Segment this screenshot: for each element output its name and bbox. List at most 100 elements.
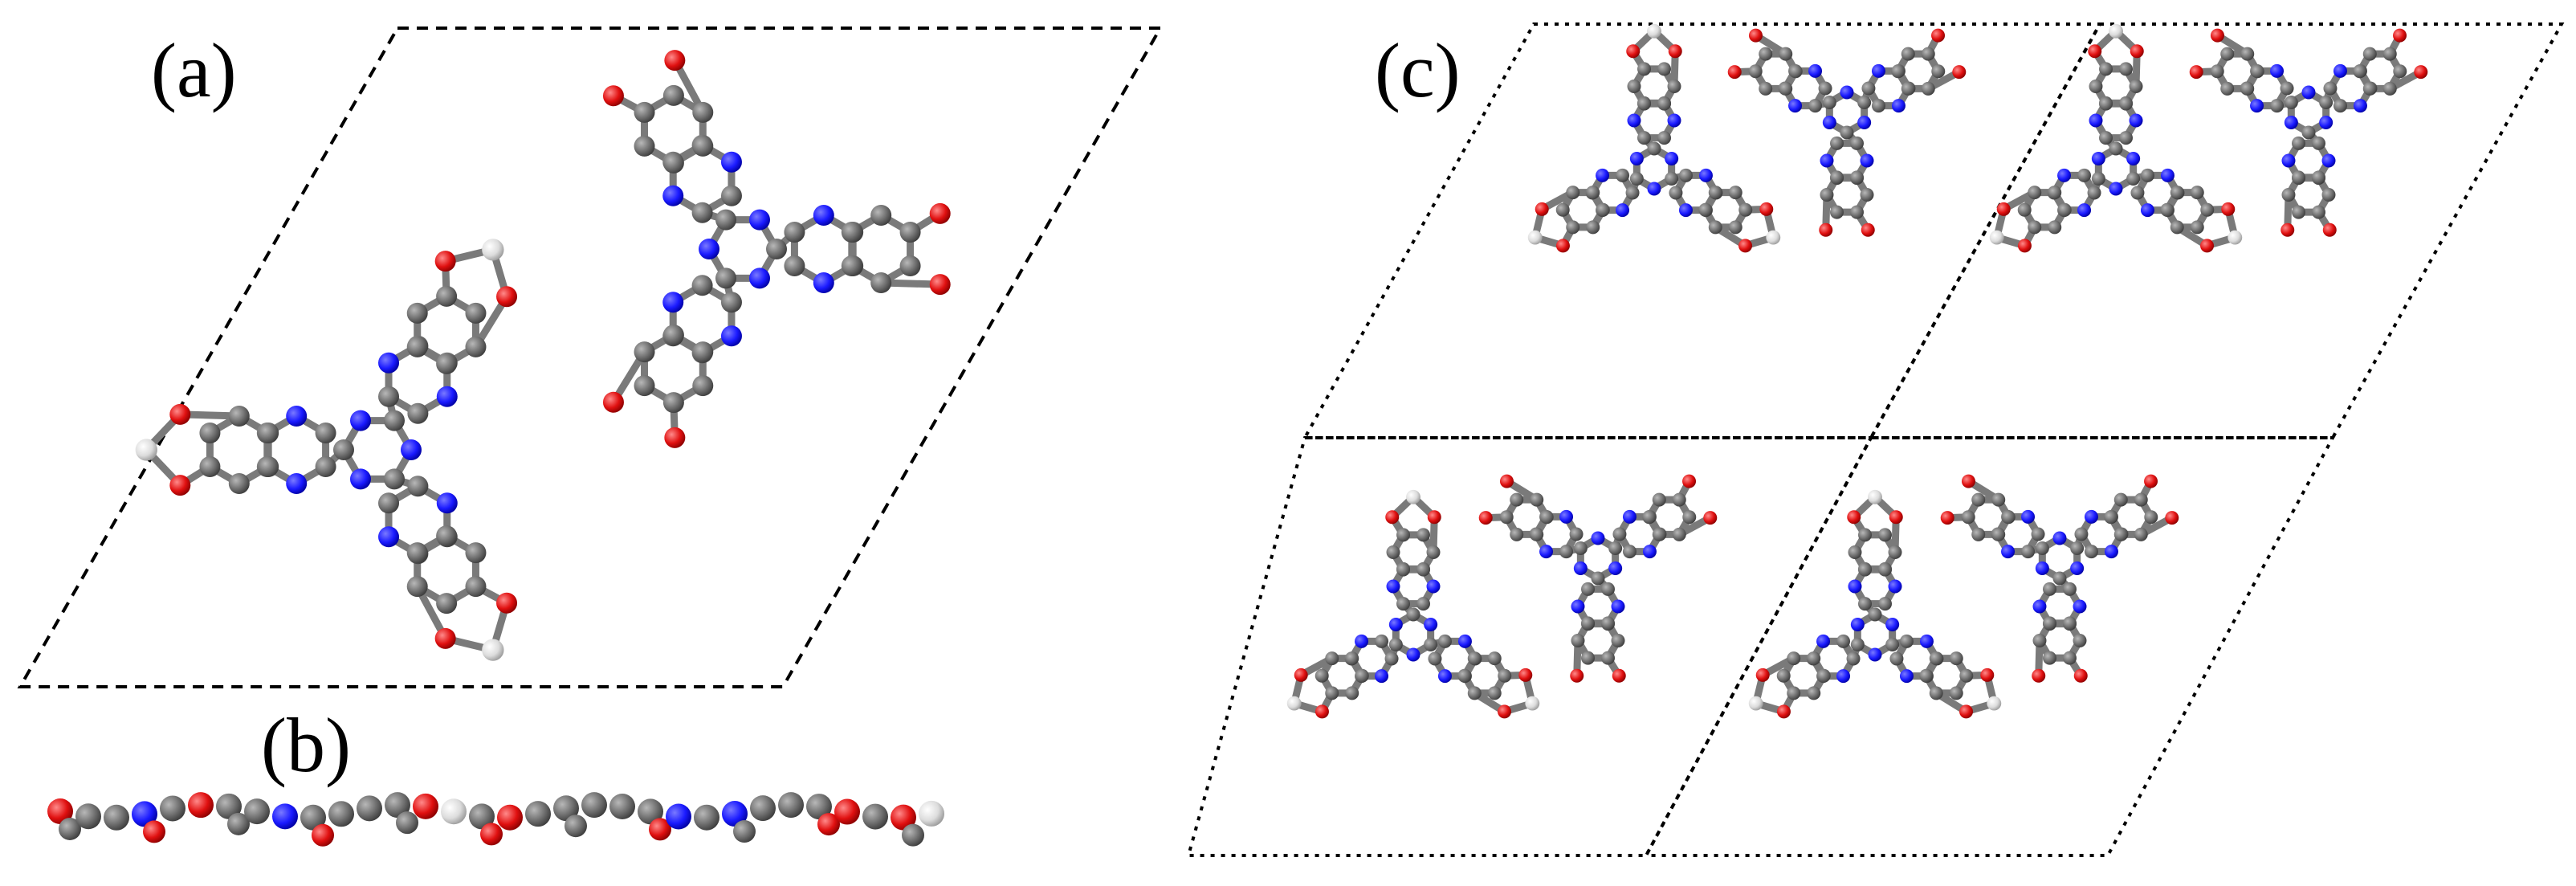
oxygen-atom [1755, 668, 1770, 682]
carbon-atom [1698, 202, 1713, 217]
carbon-atom [862, 803, 888, 830]
carbon-atom [784, 222, 805, 243]
carbon-atom [2052, 571, 2067, 586]
carbon-atom [1899, 634, 1914, 648]
carbon-atom [1625, 186, 1640, 200]
carbon-atom [2074, 527, 2089, 541]
oxygen-atom [1555, 239, 1570, 253]
nitrogen-atom [1678, 203, 1693, 218]
oxygen-atom [413, 793, 438, 819]
metal-atom [1527, 230, 1543, 245]
carbon-atom [2312, 136, 2325, 150]
carbon-atom [634, 101, 655, 123]
carbon-atom [694, 804, 719, 831]
nitrogen-atom [286, 473, 308, 494]
carbon-atom [1424, 638, 1438, 651]
carbon-atom [2292, 170, 2305, 185]
carbon-atom [465, 576, 487, 598]
carbon-atom [258, 456, 279, 477]
carbon-atom [1325, 651, 1339, 666]
oxygen-atom [2017, 239, 2032, 253]
panel-a-molecule [135, 50, 951, 661]
oxygen-atom [1570, 668, 1584, 683]
carbon-atom [2057, 202, 2072, 217]
oxygen-atom [2200, 239, 2215, 253]
carbon-atom [1601, 651, 1615, 665]
carbon-atom [766, 239, 787, 259]
carbon-atom [1637, 62, 1651, 76]
carbon-atom [406, 542, 428, 564]
nitrogen-atom [2057, 168, 2072, 182]
carbon-atom [1901, 47, 1915, 61]
carbon-atom [406, 302, 428, 324]
oxygen-atom [1682, 474, 1697, 488]
oxygen-atom [2073, 668, 2088, 683]
nitrogen-atom [286, 406, 308, 427]
carbon-atom [1530, 527, 1544, 541]
oxygen-atom [1738, 239, 1753, 253]
nitrogen-atom [2021, 509, 2036, 524]
oxygen-atom [929, 202, 951, 224]
carbon-atom [1586, 220, 1600, 235]
carbon-atom [2284, 96, 2298, 109]
carbon-atom [1499, 510, 1514, 525]
carbon-atom [1396, 528, 1410, 542]
carbon-atom [1818, 81, 1832, 96]
carbon-atom [1530, 492, 1544, 507]
carbon-atom [841, 255, 862, 276]
carbon-atom [1642, 510, 1657, 525]
nitrogen-atom [2084, 509, 2098, 524]
carbon-atom [1591, 571, 1605, 586]
carbon-atom [1457, 668, 1472, 683]
carbon-atom [2073, 634, 2087, 647]
carbon-atom [2099, 96, 2113, 111]
carbon-atom [634, 341, 655, 363]
carbon-atom [750, 795, 776, 822]
carbon-atom [1571, 634, 1585, 647]
carbon-atom [2043, 582, 2056, 596]
carbon-atom [2091, 172, 2105, 186]
carbon-atom [1830, 136, 1844, 150]
nitrogen-atom [132, 801, 157, 827]
carbon-atom [1657, 62, 1671, 76]
carbon-atom [870, 272, 892, 293]
carbon-atom [1487, 651, 1502, 666]
oxygen-atom [1427, 510, 1441, 525]
oxygen-atom [1626, 44, 1641, 59]
panel-label-b: (b) [261, 702, 351, 788]
carbon-atom [2048, 186, 2062, 200]
nitrogen-atom [1608, 561, 1623, 575]
oxygen-atom [496, 592, 518, 614]
nitrogen-atom [1885, 618, 1900, 631]
carbon-atom [2063, 651, 2077, 665]
panel-b-side-view [47, 792, 944, 847]
carbon-atom [1573, 541, 1588, 555]
oxygen-atom [2088, 44, 2102, 59]
oxygen-atom [1776, 704, 1791, 719]
nitrogen-atom [1426, 579, 1441, 594]
nitrogen-atom [2284, 116, 2298, 129]
carbon-atom [2021, 545, 2036, 559]
metal-atom [919, 800, 944, 827]
carbon-atom [720, 292, 742, 313]
oxygen-atom [2414, 65, 2428, 80]
nitrogen-atom [1698, 168, 1713, 182]
oxygen-atom [1952, 65, 1967, 80]
carbon-atom [160, 795, 185, 822]
oxygen-atom [1861, 223, 1875, 237]
oxygen-atom [2210, 28, 2224, 43]
oxygen-atom [2144, 474, 2158, 488]
metal-atom [1748, 696, 1763, 711]
carbon-atom [720, 185, 742, 206]
metal-atom [482, 639, 504, 661]
carbon-atom [1850, 170, 1864, 185]
carbon-atom [1652, 527, 1666, 541]
carbon-atom [634, 375, 655, 397]
lower-atom [565, 815, 587, 838]
carbon-atom [1416, 597, 1430, 611]
carbon-atom [1647, 141, 1661, 156]
carbon-atom [2130, 186, 2145, 200]
carbon-atom [228, 406, 250, 427]
nitrogen-atom [1573, 561, 1588, 575]
